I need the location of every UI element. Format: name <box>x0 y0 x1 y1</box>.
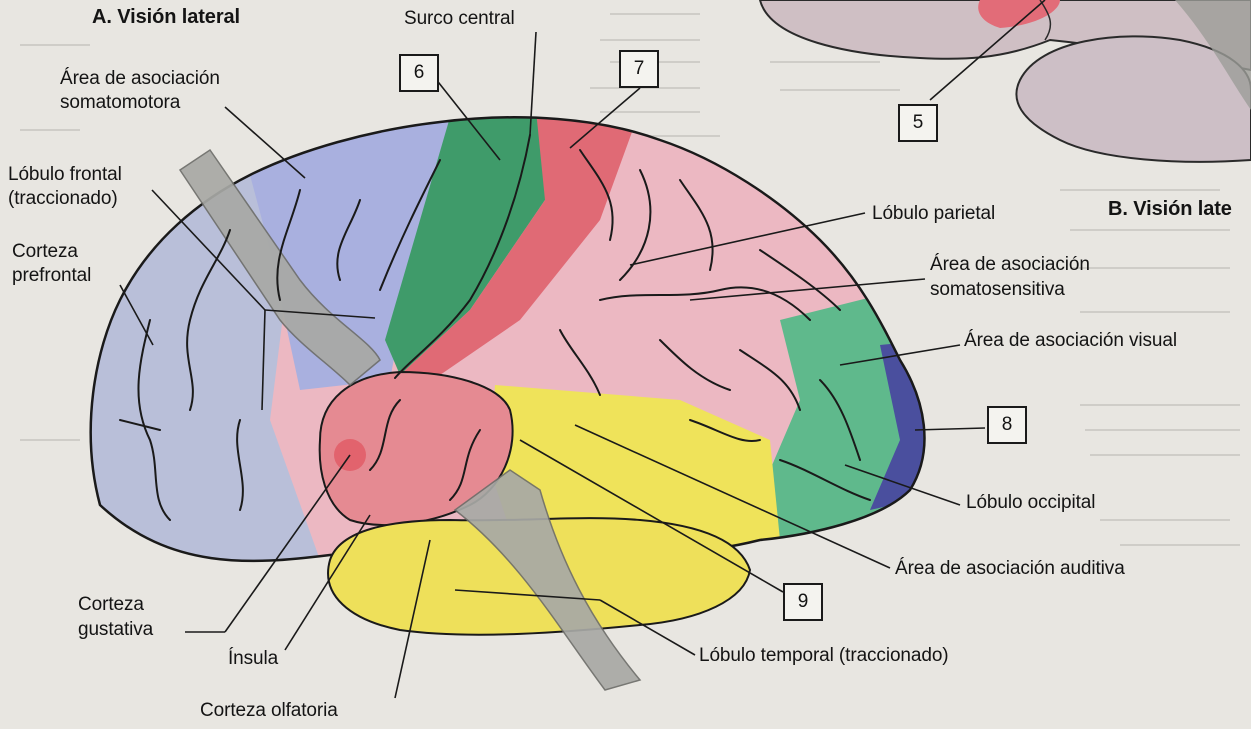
number-box-6: 6 <box>399 54 439 92</box>
label-frontal-lobe-line2: (traccionado) <box>8 188 118 209</box>
label-somatosensory-association-line1: Área de asociación <box>930 254 1090 275</box>
label-auditory-association: Área de asociación auditiva <box>895 558 1125 579</box>
number-box-5: 5 <box>898 104 938 142</box>
label-visual-association: Área de asociación visual <box>964 330 1177 351</box>
label-somatomotor-association-line1: Área de asociación <box>60 68 220 89</box>
number-box-8: 8 <box>987 406 1027 444</box>
label-frontal-lobe-line1: Lóbulo frontal <box>8 164 122 185</box>
label-olfactory-cortex: Corteza olfatoria <box>200 700 338 721</box>
label-gustatory-cortex-line1: Corteza <box>78 594 144 615</box>
label-surco-central: Surco central <box>404 8 515 29</box>
label-prefrontal-cortex-line1: Corteza <box>12 241 78 262</box>
number-box-9: 9 <box>783 583 823 621</box>
label-occipital-lobe: Lóbulo occipital <box>966 492 1095 513</box>
heading-view-a: A. Visión lateral <box>92 7 240 28</box>
label-prefrontal-cortex-line2: prefrontal <box>12 265 91 286</box>
label-parietal-lobe: Lóbulo parietal <box>872 203 995 224</box>
label-gustatory-cortex-line2: gustativa <box>78 619 153 640</box>
number-box-7: 7 <box>619 50 659 88</box>
label-somatomotor-association-line2: somatomotora <box>60 92 180 113</box>
heading-view-b: B. Visión late <box>1108 199 1232 220</box>
label-temporal-lobe: Lóbulo temporal (traccionado) <box>699 645 949 666</box>
label-insula: Ínsula <box>228 648 278 669</box>
view-b-brain-fragment <box>760 0 1251 162</box>
label-somatosensory-association-line2: somatosensitiva <box>930 279 1065 300</box>
